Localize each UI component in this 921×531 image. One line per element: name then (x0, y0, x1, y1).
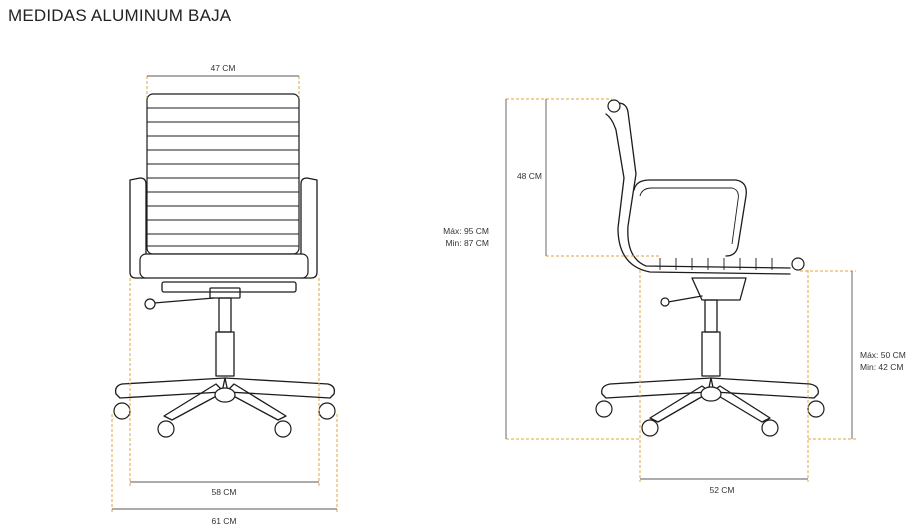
front-backrest (146, 93, 300, 255)
side-backrest-frame (611, 102, 791, 269)
front-caster-right (318, 402, 336, 420)
front-seat (139, 253, 309, 279)
front-base-leg-right (224, 377, 336, 399)
front-view-guides (111, 76, 338, 512)
side-mechanism (691, 277, 747, 301)
front-width-top-label: 47 CM (210, 63, 235, 73)
front-base-leg-front-left (163, 383, 225, 421)
side-gas-lift (704, 299, 718, 333)
side-view-chair (595, 99, 825, 437)
front-base-leg-front-right (225, 383, 287, 421)
side-seat-front-cap (791, 257, 805, 271)
side-depth-label: 52 CM (709, 485, 734, 495)
side-base-hub (700, 386, 722, 402)
front-caster-front-right (274, 420, 292, 438)
side-seat-height-max-label: Máx: 50 CM (860, 350, 906, 360)
front-backrest-ribs (147, 107, 299, 247)
front-column (215, 331, 235, 377)
front-width-mid-label: 58 CM (211, 487, 236, 497)
front-lever-knob (144, 298, 156, 310)
side-seat-rolls (659, 258, 773, 270)
side-total-height-max-label: Máx: 95 CM (443, 226, 489, 236)
side-backrest-top-cap (607, 99, 621, 113)
side-lever (667, 295, 703, 303)
front-lever (153, 297, 215, 304)
side-caster-front-right (761, 419, 779, 437)
front-width-base-label: 61 CM (211, 516, 236, 526)
front-caster-left (113, 402, 131, 420)
side-backrest-cushion (605, 113, 791, 275)
side-lever-knob (660, 297, 670, 307)
page-title: MEDIDAS ALUMINUM BAJA (8, 6, 232, 25)
side-backrest-height-label: 48 CM (517, 171, 542, 181)
side-seat-height-min-label: Min: 42 CM (860, 362, 903, 372)
front-caster-front-left (157, 420, 175, 438)
side-caster-right (807, 400, 825, 418)
side-base-leg-left (601, 377, 712, 399)
front-base-leg-left (114, 377, 226, 399)
front-gas-lift (218, 297, 232, 333)
side-armrest (633, 179, 747, 257)
side-caster-left (595, 400, 613, 418)
side-caster-front-left (641, 419, 659, 437)
side-armrest-inner (639, 187, 739, 245)
front-mechanism (161, 281, 297, 293)
side-total-height-min-label: Min: 87 CM (446, 238, 489, 248)
front-base-hub (214, 387, 236, 403)
front-view-chair (113, 93, 336, 438)
side-base-leg-right (710, 377, 819, 399)
side-column (701, 331, 721, 377)
side-view-guides (506, 98, 856, 482)
front-mechanism-block (209, 287, 241, 299)
